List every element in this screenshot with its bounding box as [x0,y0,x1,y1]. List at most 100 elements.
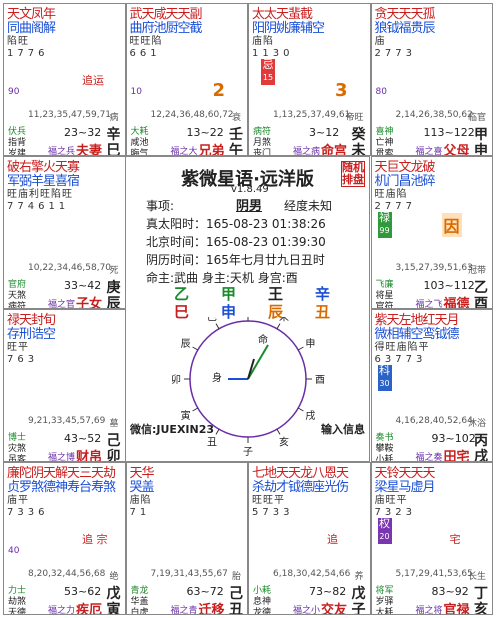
stars-line-1: 武天咸天天副 [129,7,203,22]
time-hand [247,358,255,380]
earthly-branch: 戌 [474,449,488,462]
age-range: 73~82 [309,585,347,598]
god-1: 将军 [375,586,394,596]
palace-name: 夫妻 [76,144,103,156]
brightness-line: 旺旺陷 [129,36,163,47]
branch-dial: 子丑寅卯辰巳午未申酉戌亥命身 [171,317,325,457]
age-range: 53~62 [64,585,102,598]
year-numbers: 10,22,34,46,58,70 [28,263,112,273]
stars-line-2: 同曲阁解 [7,21,56,36]
age-range: 63~72 [186,585,224,598]
pillar-2: 甲申 [221,285,237,321]
god-1: 小耗 [253,586,272,596]
random-chart-badge[interactable]: 随机排盘 [341,161,365,187]
stars-line-2: 微相辅空鸾钺德 [374,327,460,342]
stars-line-2: 机门昌池碎 [374,174,436,189]
god-1: 青龙 [130,586,149,596]
dial-tick [215,323,220,330]
daxian-number: 40 [8,546,20,556]
god-1: 喜神 [375,127,394,137]
god-1: 伏兵 [8,127,27,137]
god-3: 大耗 [375,608,394,615]
strength-line: 7336 [7,507,49,518]
stars-line-2: 阳阴姚廉辅空 [252,21,325,36]
god-1: 奏书 [375,433,394,443]
stars-line-2: 狼钺福贵辰 [374,21,436,36]
earthly-branch: 午 [229,143,243,156]
stars-line-1: 天华 [129,466,155,481]
brightness-line: 庙旺平 [374,495,408,506]
strength-line: 2777 [374,201,416,212]
palace-name: 子女 [76,297,103,309]
stars-line-1: 天巨文龙破 [374,160,436,175]
fu-label: 福之小 [293,606,321,615]
heavenly-stem: 辛 [106,127,121,143]
palace-name: 福德 [443,297,470,309]
gender-label[interactable]: 阴男 [236,199,263,214]
shen-marker: 身 [212,371,222,384]
brightness-line: 庙陷 [252,36,274,47]
daxian-number: 80 [375,87,387,97]
strength-line: 1130 [252,48,294,59]
earthly-branch: 丑 [229,602,243,615]
god-2: 将星 [375,291,394,301]
stars-line-1: 天文凤年 [7,7,56,22]
fu-label: 福之病 [293,147,321,156]
age-range: 23~32 [64,126,102,139]
beijing-time: 北京时间：165-08-23 01:39:30 [146,235,326,249]
daxian-number: 90 [8,87,20,97]
god-3: 天德 [8,608,27,615]
earthly-branch: 辰 [106,296,121,309]
fu-label: 福之力 [48,606,76,615]
lunar-time: 阴历时间：165年七月廿九日丑时 [146,253,325,267]
age-range: 103~112 [423,279,475,292]
god-3: 贯索 [375,149,394,156]
stars-line-1: 太太天蜚截 [252,7,313,22]
stage-tag: 养 [354,572,364,582]
strength-line: 763 [7,354,39,365]
palace-name: 命宫 [321,144,348,156]
fu-label: 福之喜 [415,147,443,156]
big-number: 3 [335,80,348,101]
year-numbers: 2,14,26,38,50,62 [395,110,473,120]
brightness-line: 陷旺 [7,36,29,47]
earthly-branch: 未 [351,143,366,156]
pillar-3: 王辰 [268,285,284,321]
strength-line: 1776 [7,48,49,59]
god-3: 龙德 [253,608,272,615]
dial-tick [276,323,281,330]
dial-branch-7: 未 [279,317,289,324]
brightness-line: 庙 [374,36,386,47]
strength-line: 7323 [374,507,416,518]
god-2: 劫煞 [8,597,27,607]
ming-marker: 命 [258,333,268,346]
dial-tick [297,346,304,351]
dial-branch-3: 卯 [171,374,181,386]
god-2: 华盖 [130,597,149,607]
stage-tag: 沐浴 [467,419,486,429]
stars-line-1: 禄天封旬 [7,313,56,328]
center-panel: 紫微星语·远洋版 v1.8.49 随机排盘 事项: 阴男 经度未知 真太阳时：1… [125,156,370,462]
dial-tick [215,428,220,435]
god-3: 病符 [8,302,27,309]
app-title: 紫微星语·远洋版 [181,169,314,190]
dial-branch-8: 申 [305,337,315,350]
dial-branch-2: 寅 [181,409,191,422]
big-number: 2 [212,80,226,101]
heavenly-stem: 戊 [351,586,366,602]
god-1: 力士 [8,586,27,596]
input-info-button[interactable]: 输入信息 [321,423,365,436]
year-numbers: 8,20,32,44,56,68 [28,569,106,579]
